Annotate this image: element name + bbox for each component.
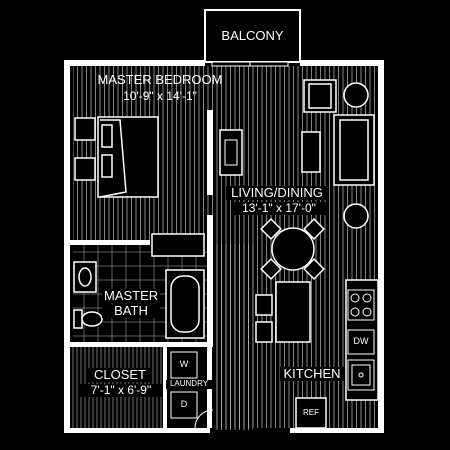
tv-screen [224, 139, 238, 166]
side-table-bottom [343, 203, 369, 229]
washer [170, 351, 198, 379]
armchair [303, 79, 337, 113]
bed [97, 116, 159, 198]
kitchen-label: KITCHEN [280, 366, 344, 382]
toilet [73, 309, 103, 329]
sofa [333, 114, 375, 186]
closet-door-swing [194, 409, 214, 429]
coffee-table [301, 131, 321, 173]
master-bedroom-label: MASTER BEDROOM [97, 72, 223, 87]
balcony-area [204, 9, 301, 63]
dresser [151, 233, 205, 257]
side-table-top [343, 82, 369, 108]
closet-label: CLOSET [88, 367, 152, 383]
closet-dims: 7'-1" x 6'-9" [79, 383, 163, 398]
nightstand-top [74, 117, 96, 141]
kitchen-island [255, 281, 311, 343]
nightstand-bottom [74, 157, 96, 181]
bathtub [165, 269, 205, 339]
balcony-door [211, 61, 289, 67]
hall-floor [213, 244, 253, 430]
dryer [170, 391, 198, 419]
bath-sink [73, 261, 97, 293]
exterior-walls [64, 60, 384, 433]
master-bath-label-line1: MASTER [102, 288, 160, 304]
dishwasher-label: DW [353, 336, 369, 346]
living-dining-dims: 13'-1" x 17'-0" [232, 201, 326, 216]
master-bedroom-dims: 10'-9" x 14'-1" [123, 89, 197, 103]
master-bath-label-line2: BATH [102, 303, 160, 319]
living-dining-label: LIVING/DINING [226, 185, 328, 201]
laundry-label: LAUNDRY [166, 379, 212, 389]
dishwasher [347, 329, 375, 355]
cooktop [347, 289, 375, 321]
kitchen-sink [347, 359, 375, 391]
dryer-label: D [180, 399, 188, 409]
dining-set [260, 218, 325, 280]
refrigerator [295, 397, 327, 429]
refrigerator-label: REF [303, 408, 319, 417]
balcony-label: BALCONY [221, 28, 284, 43]
washer-label: W [179, 359, 189, 369]
